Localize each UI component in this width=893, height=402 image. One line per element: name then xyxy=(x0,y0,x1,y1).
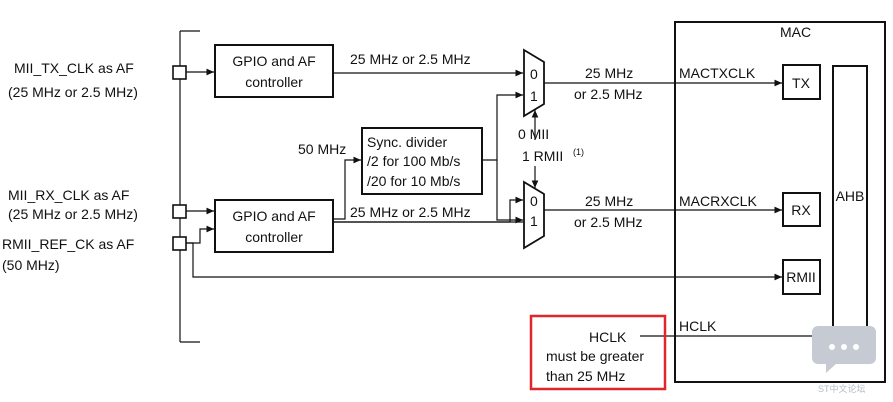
hclk-input-label: HCLK xyxy=(589,329,627,345)
rx-clk-freq: (25 MHz or 2.5 MHz) xyxy=(8,206,138,222)
tx-out-freq2: or 2.5 MHz xyxy=(574,86,642,102)
hclk-note-line2: than 25 MHz xyxy=(546,368,625,384)
gpio-to-divider-line xyxy=(333,156,361,220)
chat-dot-3 xyxy=(853,344,859,350)
divider-line3: /20 for 10 Mb/s xyxy=(367,173,460,189)
hclk-highlight-box xyxy=(529,314,667,391)
select-footnote: (1) xyxy=(573,147,584,157)
watermark-text: ST中文论坛 xyxy=(818,383,866,394)
freq-tx-in-label: 25 MHz or 2.5 MHz xyxy=(350,51,471,67)
sync-divider-block xyxy=(361,127,483,195)
rx-out-freq1: 25 MHz xyxy=(585,193,633,209)
tx-out-freq1: 25 MHz xyxy=(585,65,633,81)
divider-line1: Sync. divider xyxy=(367,134,447,150)
gpio-tx-line1: GPIO and AF xyxy=(232,53,315,69)
hclk-note-line1: must be greater xyxy=(546,348,644,364)
rmii-ref-label: RMII_REF_CK as AF xyxy=(2,236,134,252)
chat-dot-1 xyxy=(829,344,835,350)
tx-clk-pin xyxy=(172,65,187,80)
rx-mux xyxy=(523,180,545,250)
tx-clk-label: MII_TX_CLK as AF xyxy=(14,60,134,76)
tx-mux xyxy=(523,48,545,118)
rx-clk-label: MII_RX_CLK as AF xyxy=(8,187,129,203)
freq-50-label: 50 MHz xyxy=(298,141,346,157)
rx-clk-pin xyxy=(172,204,187,219)
rx-out-freq2: or 2.5 MHz xyxy=(574,214,642,230)
macrxclk-label: MACRXCLK xyxy=(679,193,757,209)
tx-mux-in1: 1 xyxy=(530,88,538,104)
divider-line2: /2 for 100 Mb/s xyxy=(367,153,460,169)
tx-mux-in0: 0 xyxy=(530,66,538,82)
mac-block xyxy=(674,21,886,383)
tx-block-label: TX xyxy=(792,75,811,91)
gpio-tx-line2: controller xyxy=(245,74,303,90)
gpio-rx-block xyxy=(214,199,334,253)
tx-block xyxy=(782,64,821,100)
gpio-rx-line2: controller xyxy=(245,229,303,245)
gpio-rx-line1: GPIO and AF xyxy=(232,208,315,224)
rx-block-label: RX xyxy=(791,202,811,218)
ahb-block-label: AHB xyxy=(836,188,865,204)
rmii-block xyxy=(782,259,821,295)
select-label-rmii: 1 RMII xyxy=(522,148,563,164)
watermark: ST中文论坛 xyxy=(812,326,876,394)
ahb-block xyxy=(832,65,868,349)
rmii-ref-freq: (50 MHz) xyxy=(2,257,60,273)
freq-rx-in-label: 25 MHz or 2.5 MHz xyxy=(350,204,471,220)
rmii-ref-line xyxy=(186,242,782,281)
rmii-block-label: RMII xyxy=(786,269,816,285)
rx-mux-in0: 0 xyxy=(530,193,538,209)
rmii-ref-pin xyxy=(172,236,187,251)
rmii-pin-to-gpio xyxy=(186,225,214,244)
gpio-rx-to-mux-0 xyxy=(333,196,523,223)
divider-to-rx-mux xyxy=(496,160,523,224)
mactxclk-label: MACTXCLK xyxy=(679,65,756,81)
hclk-line-label: HCLK xyxy=(679,318,717,334)
chat-dot-2 xyxy=(841,344,847,350)
rx-block xyxy=(782,192,821,227)
tx-clk-freq: (25 MHz or 2.5 MHz) xyxy=(8,84,138,100)
divider-to-tx-mux xyxy=(482,91,523,161)
select-label-mii: 0 MII xyxy=(518,126,549,142)
rx-mux-in1: 1 xyxy=(530,213,538,229)
mac-label: MAC xyxy=(780,24,811,40)
gpio-tx-block xyxy=(214,44,334,98)
